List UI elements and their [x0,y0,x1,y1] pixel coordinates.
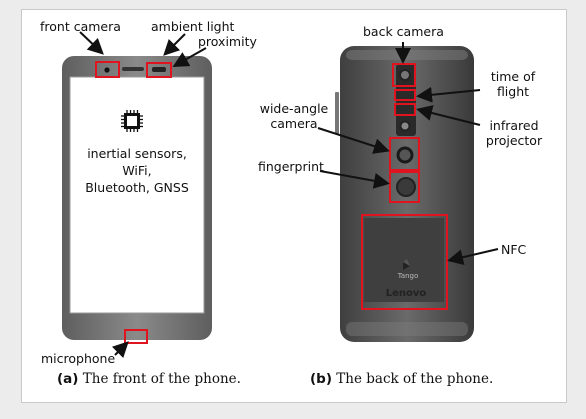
nfc-highlight [361,214,448,310]
microphone-highlight [124,329,148,344]
front-camera-label: front camera [40,19,121,34]
wide-angle-arrow [317,127,390,154]
infrared-projector-arrow [416,105,481,126]
caption-front-prefix: (a) [57,371,79,387]
proximity-arrow [172,47,207,67]
caption-back-prefix: (b) [310,371,333,387]
wide-angle-lens [396,146,414,164]
time-of-flight-arrow [416,86,481,103]
tango-logo-icon [403,259,410,270]
time-of-flight-highlight [394,89,416,101]
infrared-projector-label: infrared projector [480,118,548,148]
front-camera-highlight [95,61,120,78]
front-phone [62,31,212,359]
wide-angle-line1: wide-angle [259,101,329,116]
wide-angle-line2: camera [270,116,318,131]
front-camera-arrow [79,31,104,55]
time-of-flight-line2: flight [496,84,530,99]
wide-angle-highlight [389,137,420,171]
caption-front-text: The front of the phone. [78,371,241,387]
ambient-light-sensor [152,67,166,72]
infrared-line2: projector [485,133,543,148]
wide-angle-label: wide-angle camera [258,101,330,131]
infrared-projector-highlight [394,103,416,116]
time-of-flight-line1: time of [490,69,536,84]
back-camera-label: back camera [363,24,444,39]
ir-lens [399,120,411,132]
sensors-label-line1: inertial sensors, WiFi, [87,146,187,178]
front-camera-lens [104,67,110,73]
chip-icon [121,110,143,132]
side-button [335,92,339,134]
nfc-arrow [447,248,499,266]
back-phone-bottom-band [346,322,468,336]
back-phone-top-band [346,50,468,60]
back-phone [317,42,499,342]
proximity-label: proximity [198,34,257,49]
ambient-light-highlight [146,62,172,78]
earpiece-speaker [122,67,144,71]
caption-back: (b) The back of the phone. [310,371,493,387]
back-camera-lens [399,69,411,81]
caption-back-text: The back of the phone. [332,371,494,387]
fingerprint-highlight [389,171,420,203]
nfc-label: NFC [501,242,527,257]
microphone-arrow [111,341,129,359]
ambient-light-arrow [163,33,186,56]
time-of-flight-label: time of flight [486,69,540,99]
infrared-line1: infrared [489,118,539,133]
ambient-light-label: ambient light [151,19,235,34]
sensors-label: inertial sensors, WiFi, Bluetooth, GNSS [72,145,202,196]
nfc-panel [364,218,444,302]
fingerprint-sensor [396,177,416,197]
fingerprint-label: fingerprint [258,159,324,174]
sensors-label-line2: Bluetooth, GNSS [85,180,189,195]
fingerprint-arrow [319,170,390,189]
back-camera-highlight [392,63,416,87]
tango-logo-text: Tango [397,272,419,280]
lenovo-logo-text: Lenovo [385,288,427,299]
caption-front: (a) The front of the phone. [57,371,241,387]
microphone-label: microphone [41,351,116,366]
